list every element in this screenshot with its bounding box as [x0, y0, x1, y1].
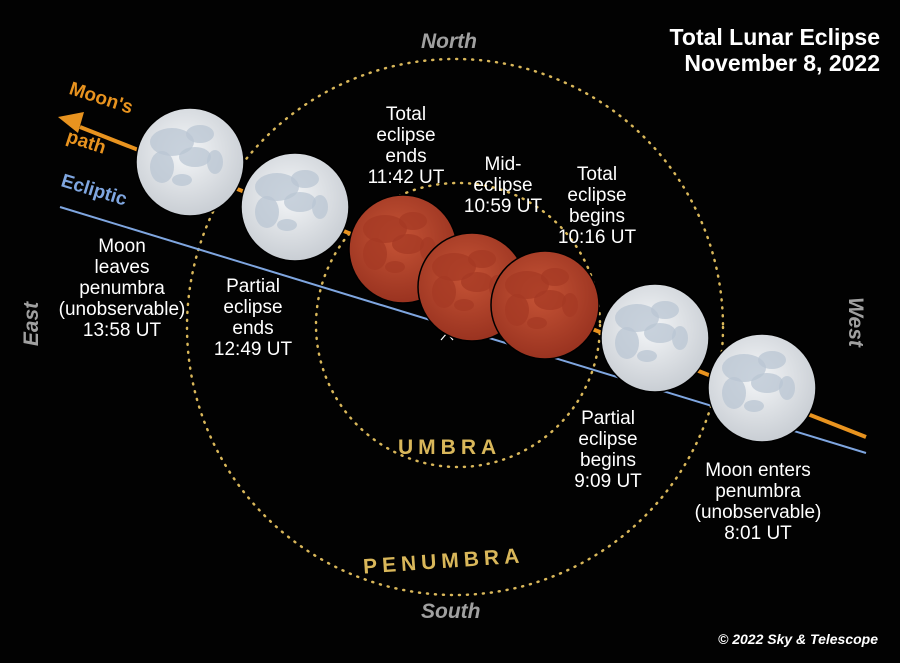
event-label-line: penumbra [79, 278, 165, 299]
east-label: East [20, 301, 44, 347]
event-label-line: eclipse [223, 297, 283, 318]
event-label-line: 11:42 UT [367, 167, 445, 188]
event-label-line: ends [232, 318, 274, 339]
event-label-line: Partial [226, 276, 280, 297]
full-moon [240, 152, 350, 262]
event-label-line: Moon enters [705, 460, 811, 481]
event-label-line: Moon [98, 236, 146, 257]
path-arrow-icon [58, 112, 84, 133]
event-label-line: Partial [581, 408, 635, 429]
event-label-line: (unobservable) [58, 299, 186, 320]
event-label-line: eclipse [473, 175, 533, 196]
event-label-line: Total [385, 104, 427, 125]
date-line: November 8, 2022 [684, 50, 880, 76]
event-label-line: 13:58 UT [82, 320, 162, 341]
eclipsed-moon [490, 250, 600, 360]
event-label-line: 9:09 UT [574, 471, 642, 492]
event-label-line: Total [576, 164, 618, 185]
event-label-line: Mid- [484, 154, 522, 175]
full-moon [600, 283, 710, 393]
penumbra-ring [185, 57, 725, 597]
event-label-line: eclipse [376, 125, 436, 146]
copyright: © 2022 Sky & Telescope [718, 631, 878, 647]
event-label-line: 10:59 UT [463, 196, 543, 217]
umbra-label: UMBRA [398, 436, 502, 459]
south-label: South [421, 600, 481, 623]
full-moon [707, 333, 817, 443]
event-label-line: 8:01 UT [724, 523, 792, 544]
event-label-line: begins [580, 450, 636, 471]
north-label: North [421, 30, 477, 53]
event-label-line: 12:49 UT [213, 339, 293, 360]
event-label-line: penumbra [715, 481, 801, 502]
event-label-line: (unobservable) [694, 502, 822, 523]
event-label-line: begins [569, 206, 625, 227]
event-label-line: leaves [94, 257, 150, 278]
title-line: Total Lunar Eclipse [669, 24, 880, 50]
west-label: West [843, 297, 867, 347]
full-moon [135, 107, 245, 217]
umbra-ring [314, 181, 602, 469]
event-label-line: eclipse [578, 429, 638, 450]
event-label-line: eclipse [567, 185, 627, 206]
event-label-line: ends [385, 146, 427, 167]
title: Total Lunar Eclipse November 8, 2022 [670, 24, 880, 76]
event-label-line: 10:16 UT [557, 227, 637, 248]
